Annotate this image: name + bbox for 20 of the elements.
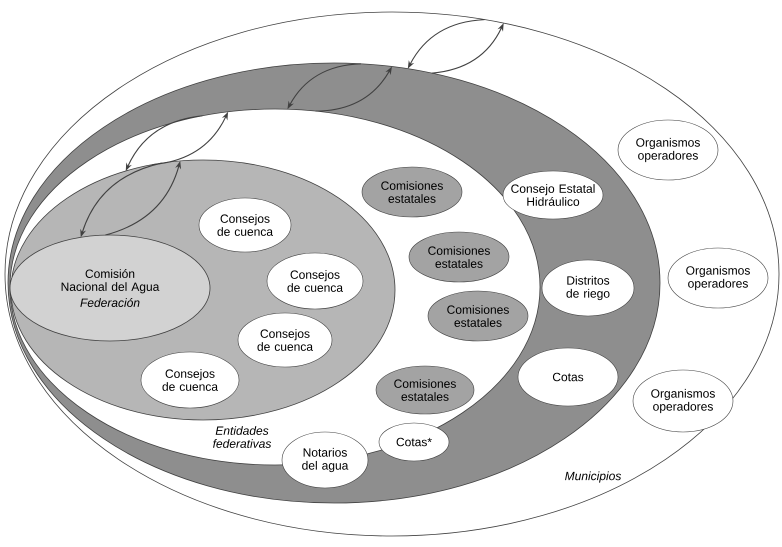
oval-node: Consejo Estatal Hidráulico <box>502 170 604 220</box>
oval-node: Comisiones estatales <box>408 232 510 282</box>
oval-node: Comisiones estatales <box>428 290 528 342</box>
oval-node <box>10 234 210 342</box>
oval-node: Cotas <box>518 348 618 406</box>
oval-node: Distritos de riego <box>542 260 634 316</box>
oval-node: Consejos de cuenca <box>198 198 292 252</box>
layer-label: Municipios <box>565 471 622 483</box>
oval-node: Consejos de cuenca <box>266 252 364 310</box>
layer-label: Entidades federativas <box>213 426 272 448</box>
oval-node: Comisiones estatales <box>362 166 462 218</box>
layer-label: Comisión Nacional del Agua Federación <box>62 269 160 307</box>
oval-node: Consejos de cuenca <box>140 352 240 408</box>
oval-node: Comisiones estatales <box>376 366 474 414</box>
oval-node: Organismos operadores <box>668 248 768 308</box>
oval-node: Notarios del agua <box>282 432 368 488</box>
oval-node: Cotas* <box>378 422 450 462</box>
oval-node: Organismos operadores <box>618 120 718 180</box>
oval-node: Organismos operadores <box>632 370 734 432</box>
oval-node: Consejos de cuenca <box>238 312 332 368</box>
